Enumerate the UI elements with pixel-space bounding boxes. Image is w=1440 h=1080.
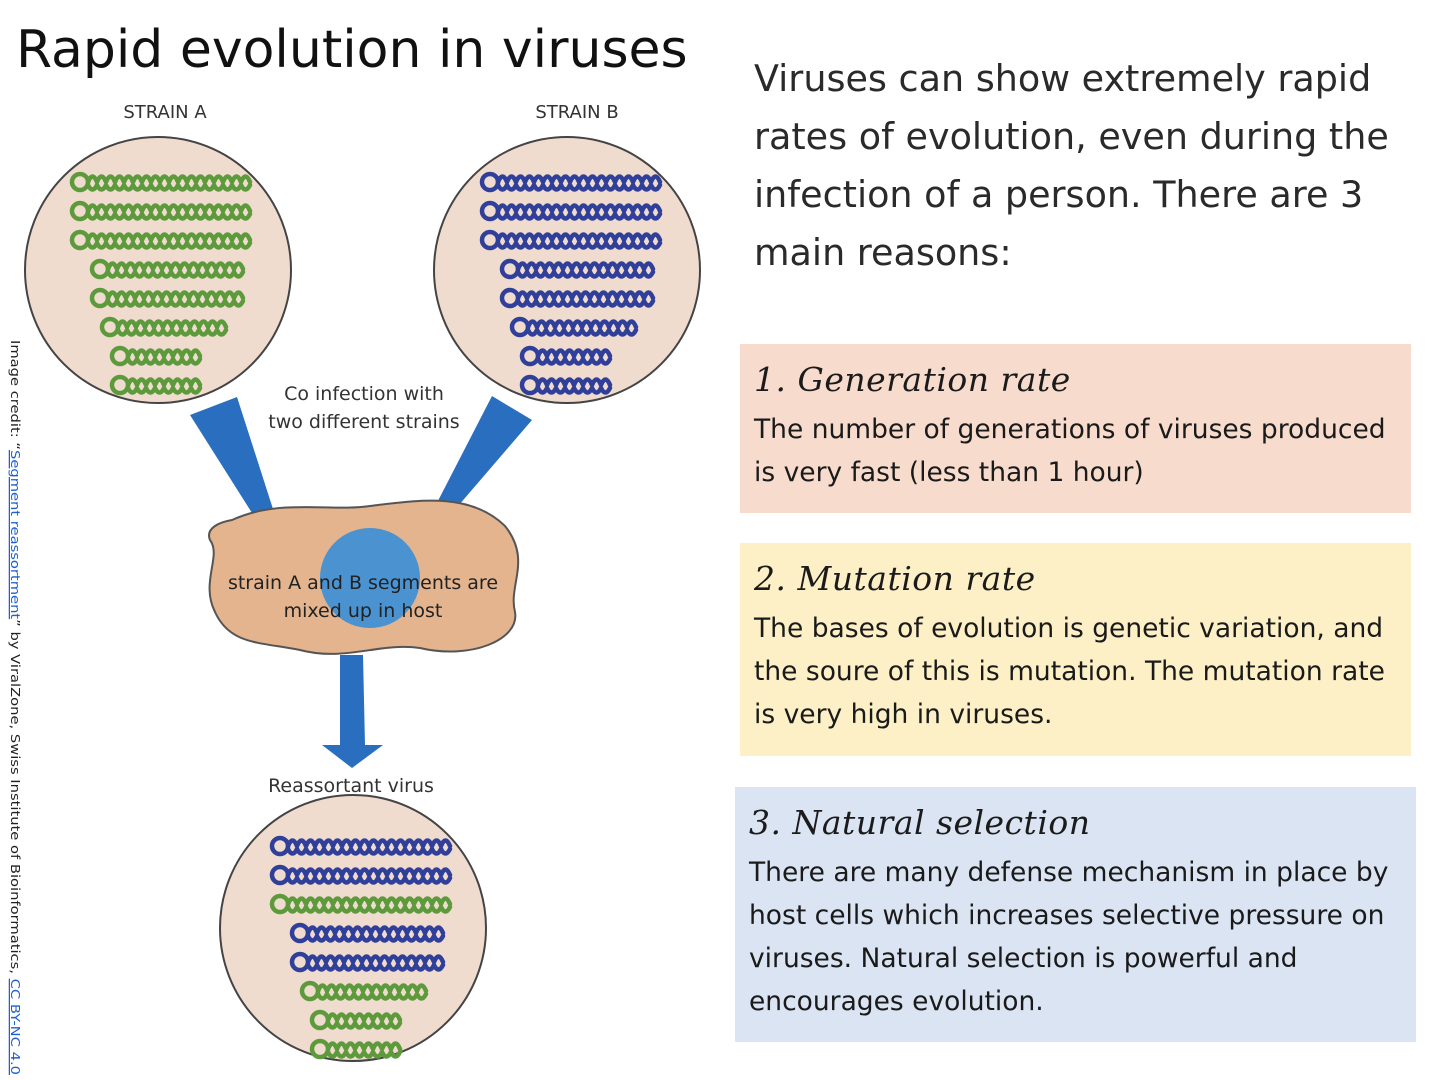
rna-segment-strand (495, 211, 663, 221)
reassortment-diagram: STRAIN A STRAIN B Co infection with two … (24, 102, 701, 1062)
slide-title: Rapid evolution in viruses (16, 20, 688, 80)
rna-segment-strand (305, 962, 446, 972)
rna-segment (515, 261, 656, 272)
rna-segment (515, 290, 656, 301)
rna-segment-strand (535, 385, 613, 395)
rna-segment (495, 232, 663, 243)
rna-segment (325, 1041, 403, 1052)
rna-segment-strand (285, 846, 453, 856)
rna-segment (305, 954, 446, 965)
reassortant-segments (269, 835, 453, 1060)
coinfection-label-line1: Co infection with (284, 383, 444, 405)
rna-segment-strand (495, 240, 663, 250)
reason-text: The bases of evolution is genetic variat… (754, 613, 1385, 730)
rna-segment-strand (305, 933, 446, 943)
credit-prefix: Image credit: “ (8, 340, 23, 450)
rna-segment (285, 867, 453, 878)
reassortant-circle (219, 794, 487, 1062)
rna-segment (85, 203, 253, 214)
strain-a-segments (69, 171, 253, 396)
strain-b-circle (433, 136, 701, 404)
rna-segment-strand (125, 356, 203, 366)
rna-segment (105, 261, 246, 272)
rna-segment-strand (525, 327, 639, 337)
rna-segment-strand (535, 356, 613, 366)
rna-segment (115, 319, 229, 330)
rna-segment-strand (515, 269, 656, 279)
rna-segment-strand (85, 211, 253, 221)
rna-segment-strand (105, 298, 246, 308)
credit-link[interactable]: Segment reassortment (8, 450, 23, 619)
rna-segment-strand (125, 385, 203, 395)
credit-license-link[interactable]: CC BY-NC 4.0 (8, 979, 23, 1075)
coinfection-label-line2: two different strains (268, 411, 459, 433)
reassortant-label: Reassortant virus (268, 775, 434, 797)
reason-heading: 3. Natural selection (749, 803, 1091, 842)
reason-heading: 2. Mutation rate (754, 559, 1036, 598)
credit-middle: ” by ViralZone, Swiss Institute of Bioin… (8, 619, 23, 978)
rna-segment (125, 377, 203, 388)
reason-box-mutation-rate: 2. Mutation rate The bases of evolution … (740, 543, 1411, 756)
rna-segment-strand (85, 182, 253, 192)
rna-segment (325, 1012, 403, 1023)
rna-segment-strand (85, 240, 253, 250)
arrow-strain-b-to-host (424, 396, 532, 534)
rna-segment (495, 203, 663, 214)
image-credit: Image credit: “Segment reassortment” by … (8, 340, 23, 1075)
rna-segment-strand (285, 875, 453, 885)
rna-segment (285, 838, 453, 849)
host-nucleus (320, 528, 420, 628)
rna-segment (85, 232, 253, 243)
reason-text: The number of generations of viruses pro… (754, 414, 1386, 488)
rna-segment (525, 319, 639, 330)
intro-text: Viruses can show extremely rapid rates o… (754, 57, 1389, 274)
rna-segment-strand (515, 298, 656, 308)
host-label-line1: strain A and B segments are (228, 572, 498, 594)
rna-segment (535, 348, 613, 359)
rna-segment (535, 377, 613, 388)
host-label-line2: mixed up in host (284, 600, 443, 622)
reason-box-natural-selection: 3. Natural selection There are many defe… (735, 787, 1416, 1042)
reason-box-generation-rate: 1. Generation rate The number of generat… (740, 344, 1411, 513)
arrow-host-to-reassortant (322, 655, 383, 768)
rna-segment (285, 896, 453, 907)
rna-segment-strand (325, 1049, 403, 1059)
rna-segment (495, 174, 663, 185)
rna-segment-strand (325, 1020, 403, 1030)
rna-segment-strand (315, 991, 429, 1001)
rna-segment-strand (495, 182, 663, 192)
rna-segment (305, 925, 446, 936)
rna-segment-strand (285, 904, 453, 914)
rna-segment (315, 983, 429, 994)
rna-segment (105, 290, 246, 301)
reason-text: There are many defense mechanism in plac… (749, 857, 1389, 1017)
strain-a-label: STRAIN A (123, 102, 207, 123)
rna-segment-strand (105, 269, 246, 279)
rna-segment-strand (115, 327, 229, 337)
svg-text:Image credit: “Segment reassor: Image credit: “Segment reassortment” by … (8, 340, 23, 1075)
strain-b-label: STRAIN B (535, 102, 618, 123)
rna-segment (85, 174, 253, 185)
reason-heading: 1. Generation rate (754, 360, 1071, 399)
rna-segment (125, 348, 203, 359)
arrow-strain-a-to-host (190, 397, 282, 543)
strain-b-segments (479, 171, 663, 396)
